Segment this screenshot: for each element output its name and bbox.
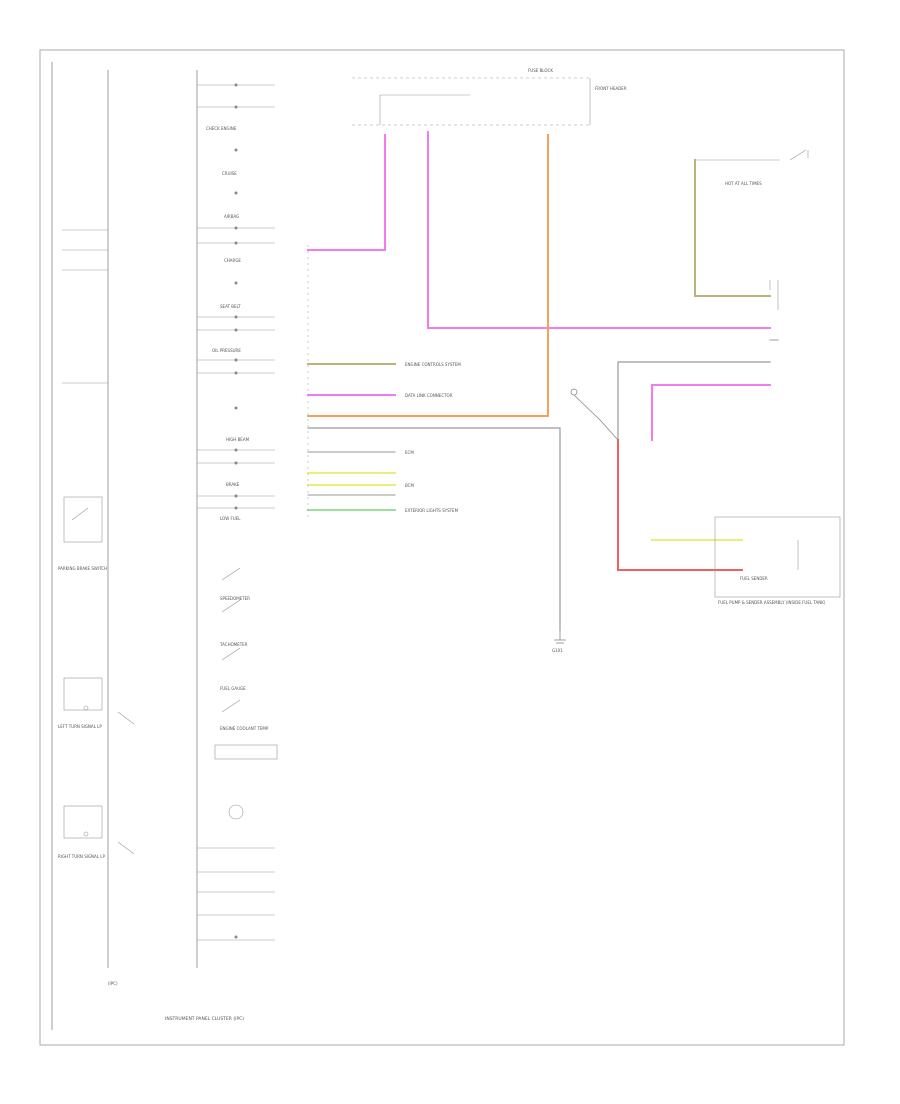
- ecm-label: ECM: [405, 450, 414, 455]
- relay-area: [695, 149, 809, 310]
- brake-label: BRAKE: [226, 482, 240, 487]
- fuse-block-label: FUSE BLOCK: [528, 68, 553, 73]
- ipc-short-label: (IPC): [108, 981, 118, 986]
- data-link-label: DATA LINK CONNECTOR: [405, 393, 453, 398]
- engine-control-label: ENGINE CONTROLS SYSTEM: [405, 362, 461, 367]
- tachometer-label: TACHOMETER: [219, 642, 248, 647]
- check-engine-label: CHECK ENGINE: [206, 126, 237, 131]
- left-turn-signal-label: LEFT TURN SIGNAL LP: [58, 724, 102, 729]
- charge-label: CHARGE: [224, 258, 241, 263]
- cluster-title: INSTRUMENT PANEL CLUSTER (IPC): [165, 1016, 244, 1022]
- ground-symbol: [554, 630, 566, 644]
- engine-coolant-temp-label: ENGINE COOLANT TEMP: [220, 726, 269, 731]
- high-beam-label: HIGH BEAM: [226, 437, 250, 442]
- hot-at-all-times-label: HOT AT ALL TIMES: [725, 181, 762, 186]
- cruise-label: CRUISE: [222, 171, 237, 176]
- bcm-label: BCM: [405, 483, 414, 488]
- cluster-pin-dots: [234, 83, 238, 939]
- right-turn-signal-label: RIGHT TURN SIGNAL LP: [58, 854, 105, 859]
- front-header-connector: [352, 77, 591, 126]
- left-connectors: [62, 229, 135, 855]
- low-fuel-label: LOW FUEL: [220, 516, 241, 521]
- exterior-lights-label: EXTERIOR LIGHTS SYSTEM: [405, 508, 459, 513]
- fuel-sender-box: [714, 516, 841, 598]
- fuel-pump-module-label: FUEL PUMP & SENDER ASSEMBLY (INSIDE FUEL…: [718, 600, 826, 605]
- fuel-gauge-label: FUEL GAUGE: [220, 686, 246, 691]
- front-header-label: FRONT HEADER: [595, 86, 627, 91]
- colored-wires: [307, 131, 779, 631]
- ground-label: G101: [552, 648, 563, 653]
- engine-sensor: [570, 388, 619, 441]
- oil-pressure-label: OIL PRESSURE: [212, 348, 241, 353]
- fuel-sender-label: FUEL SENDER: [740, 576, 768, 581]
- parking-brake-switch-label: PARKING BRAKE SWITCH: [58, 566, 107, 571]
- speedometer-label: SPEEDOMETER: [220, 596, 250, 601]
- seat-belt-label: SEAT BELT: [220, 304, 241, 309]
- airbag-label: AIRBAG: [224, 214, 239, 219]
- diagram-border: [39, 49, 845, 1046]
